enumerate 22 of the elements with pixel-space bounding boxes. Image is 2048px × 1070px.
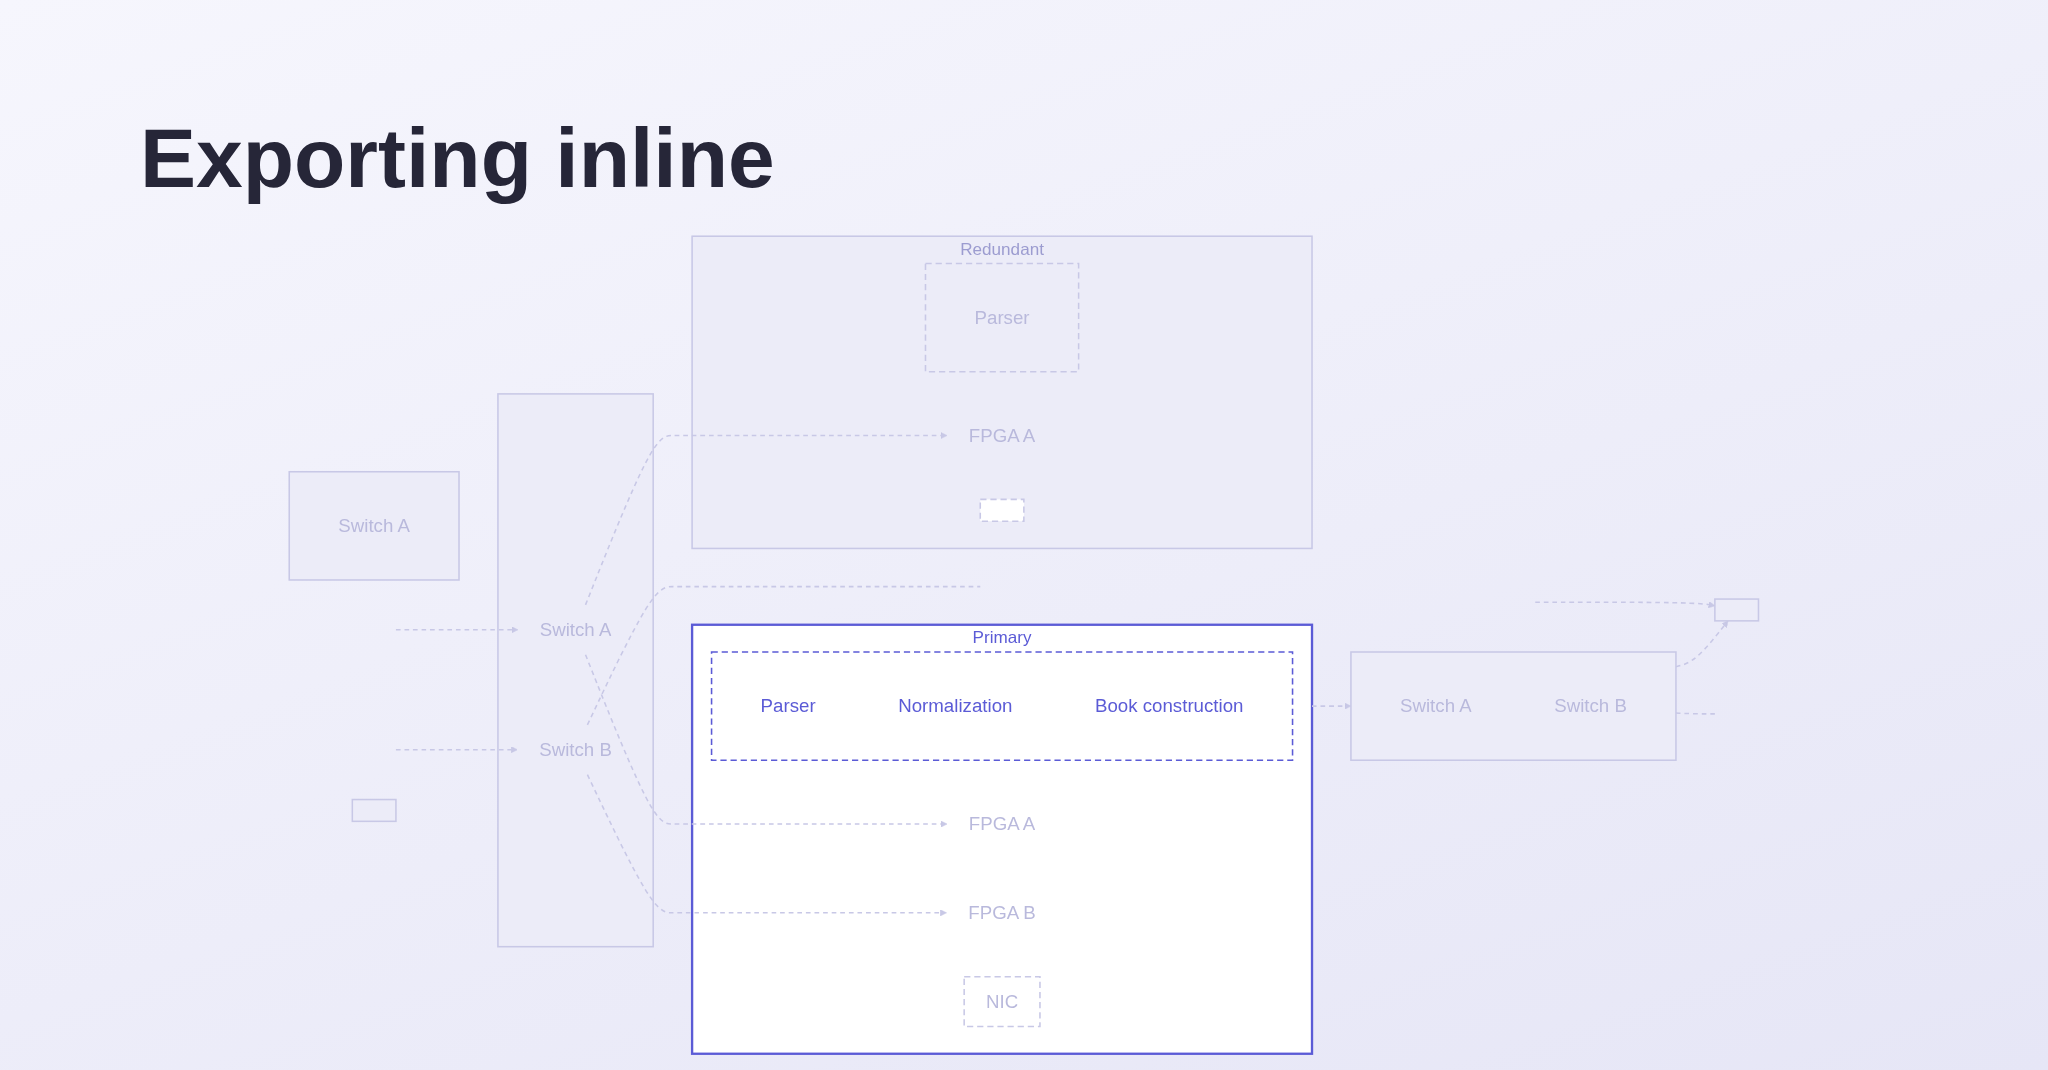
connector-arrow — [395, 746, 518, 754]
connector-arrow — [395, 626, 519, 634]
node-box — [1714, 598, 1760, 622]
connector-arrow — [584, 653, 948, 828]
cluster — [924, 262, 1080, 373]
cluster — [288, 470, 460, 581]
connector-arrow — [1311, 702, 1352, 710]
node-text: Book construction — [1095, 695, 1244, 717]
connector-arrow — [584, 432, 948, 606]
node-box — [351, 798, 397, 823]
node-text: FPGA B — [968, 901, 1036, 923]
node-box: NIC — [963, 975, 1041, 1028]
cluster — [710, 651, 1294, 761]
node-text: Normalization — [898, 695, 1013, 717]
node-box — [979, 498, 1025, 522]
cluster — [1350, 651, 1677, 761]
title: Exporting inline — [139, 110, 776, 207]
cluster — [497, 393, 655, 948]
connector-arrow — [1534, 601, 1716, 609]
node-text: FPGA A — [968, 813, 1036, 835]
connector-arrow — [586, 773, 947, 917]
node-text: Parser — [760, 695, 816, 717]
